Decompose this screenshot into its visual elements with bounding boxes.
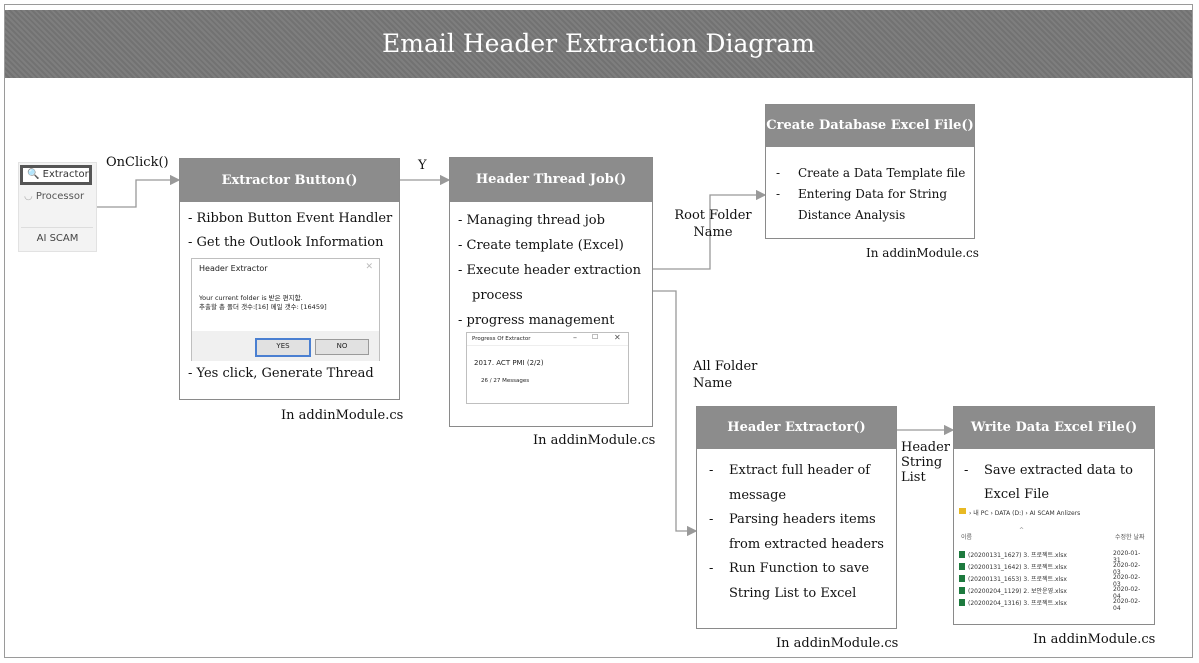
processor-ribbon-button[interactable]: ◡ Processor <box>24 191 84 202</box>
diagram-title: Email Header Extraction Diagram <box>5 10 1192 78</box>
edge-label-root-folder: Root Folder Name <box>670 207 756 241</box>
bullet-item: - Create template (Excel) <box>458 238 624 253</box>
bullet-item: -Save extracted data to <box>964 463 1133 478</box>
file-row[interactable]: (20200131_1653) 3. 프로젝트.xlsx 2020-02-03 <box>959 574 1145 588</box>
edge-label-y: Y <box>418 158 427 173</box>
file-row[interactable]: (20200204_1129) 2. 보안운영.xlsx 2020-02-04 <box>959 586 1145 600</box>
edge-label-header-line3: List <box>901 470 926 485</box>
header-extractor-footer: In addinModule.cs <box>776 636 899 651</box>
edge-label-all-folder: All Folder Name <box>693 358 757 392</box>
extractor-button-footer: In addinModule.cs <box>281 408 404 423</box>
extractor-label: Extractor <box>42 169 89 180</box>
bullet-item: Distance Analysis <box>798 208 906 222</box>
bullet-item: -Create a Data Template file <box>776 166 966 180</box>
excel-file-icon <box>959 575 965 582</box>
excel-file-icon <box>959 599 965 606</box>
edge-label-onclick: OnClick() <box>106 155 169 170</box>
search-icon: 🔍 <box>27 169 40 180</box>
bullet-item: from extracted headers <box>729 536 884 552</box>
create-db-bullets: -Create a Data Template file -Entering D… <box>776 163 965 226</box>
extractor-button-box: Extractor Button() - Ribbon Button Event… <box>179 158 400 400</box>
create-db-title: Create Database Excel File() <box>766 105 974 147</box>
header-thread-title: Header Thread Job() <box>450 158 652 202</box>
write-data-footer: In addinModule.cs <box>1033 632 1156 647</box>
bullet-item: - Yes click, Generate Thread <box>188 366 374 381</box>
edge-label-all-folder-line1: All Folder <box>693 359 758 374</box>
bullet-item: - Ribbon Button Event Handler <box>188 211 393 226</box>
write-data-bullets: -Save extracted data to Excel File <box>964 459 1133 507</box>
connector-root-folder <box>653 189 767 270</box>
outlook-ribbon-group: 🔍 Extractor ◡ Processor AI SCAM <box>18 162 97 252</box>
bullet-item: -Parsing headers items <box>709 512 876 527</box>
diagram-frame <box>4 4 1193 658</box>
maximize-icon[interactable]: ☐ <box>592 333 599 341</box>
excel-file-icon <box>959 563 965 570</box>
extractor-button-bullets: - Ribbon Button Event Handler - Get the … <box>188 207 399 255</box>
dialog-message-line1: Your current folder is 받은 편지함. <box>199 294 303 302</box>
connector-all-folder <box>653 290 698 537</box>
processor-label: Processor <box>35 191 85 202</box>
bullet-item: String List to Excel <box>729 585 857 601</box>
file-row[interactable]: (20200131_1642) 3. 프로젝트.xlsx 2020-02-03 <box>959 562 1145 576</box>
no-button[interactable]: NO <box>315 339 369 355</box>
create-db-footer: In addinModule.cs <box>866 246 979 260</box>
bullet-item: -Extract full header of <box>709 463 871 478</box>
column-header-date: 수정한 날짜 <box>1115 534 1145 541</box>
close-icon[interactable]: ✕ <box>365 262 373 272</box>
edge-label-header-line2: String <box>901 455 943 470</box>
yes-button[interactable]: YES <box>255 338 311 357</box>
connector-onclick <box>96 174 181 208</box>
excel-file-icon <box>959 551 965 558</box>
file-row[interactable]: (20200204_1316) 3. 프로젝트.xlsx 2020-02-04 <box>959 598 1145 612</box>
progress-count: 26 / 27 Messages <box>481 378 530 384</box>
edge-label-all-folder-line2: Name <box>693 376 733 391</box>
progress-folder: 2017. ACT PMI (2/2) <box>474 359 544 367</box>
extractor-button-title: Extractor Button() <box>180 159 399 202</box>
dialog-title: Header Extractor <box>199 264 268 273</box>
close-icon[interactable]: ✕ <box>614 333 621 342</box>
edge-label-root-folder-line1: Root Folder <box>674 208 752 223</box>
minimize-icon[interactable]: – <box>573 333 577 342</box>
file-explorer-screenshot: › 내 PC › DATA (D:) › AI SCAM Anlizers 이름… <box>959 508 1149 618</box>
write-data-title: Write Data Excel File() <box>954 407 1154 449</box>
header-extractor-bullets: -Extract full header of message -Parsing… <box>709 459 884 606</box>
dialog-message-line2: 추출할 총 폴더 갯수:[16] 메일 갯수: [16459] <box>199 303 327 311</box>
dialog-message: Your current folder is 받은 편지함. 추출할 총 폴더 … <box>199 294 327 312</box>
folder-icon <box>959 508 966 514</box>
create-db-box: Create Database Excel File() -Create a D… <box>765 104 975 239</box>
file-row[interactable]: (20200131_1627) 3. 프로젝트.xlsx 2020-01-31 <box>959 550 1145 564</box>
edge-label-header-line1: Header <box>901 440 951 455</box>
spinner-icon: ◡ <box>24 191 33 202</box>
column-header-name: 이름 <box>961 534 973 541</box>
progress-dialog: Progress Of Extractor – ☐ ✕ 2017. ACT PM… <box>466 332 629 404</box>
explorer-path: › 내 PC › DATA (D:) › AI SCAM Anlizers <box>969 510 1081 517</box>
progress-dialog-title: Progress Of Extractor <box>472 336 531 342</box>
header-thread-bullets: - Managing thread job - Create template … <box>458 208 652 333</box>
bullet-item: -Run Function to save <box>709 561 870 576</box>
bullet-item: -Entering Data for String <box>776 187 948 201</box>
sort-caret-icon: ^ <box>1019 527 1025 534</box>
bullet-item: Excel File <box>984 487 1050 502</box>
header-extractor-box: Header Extractor() -Extract full header … <box>696 406 897 629</box>
header-thread-box: Header Thread Job() - Managing thread jo… <box>449 157 653 427</box>
ribbon-divider <box>21 227 93 228</box>
bullet-item: - Managing thread job <box>458 213 605 228</box>
edge-label-header-string-list: Header String List <box>901 440 950 485</box>
header-extractor-title: Header Extractor() <box>697 407 896 449</box>
header-thread-footer: In addinModule.cs <box>533 433 656 448</box>
write-data-box: Write Data Excel File() -Save extracted … <box>953 406 1155 625</box>
bullet-item: - Get the Outlook Information <box>188 235 384 250</box>
bullet-item: process <box>472 288 523 303</box>
progress-titlebar <box>467 333 628 346</box>
bullet-item: - Execute header extraction <box>458 263 641 278</box>
bullet-item: - progress management <box>458 313 615 328</box>
excel-file-icon <box>959 587 965 594</box>
edge-label-root-folder-line2: Name <box>693 225 733 240</box>
bullet-item: message <box>729 487 787 503</box>
extractor-ribbon-button[interactable]: 🔍 Extractor <box>20 165 92 185</box>
header-extractor-dialog: Header Extractor ✕ Your current folder i… <box>191 258 380 361</box>
ribbon-group-label: AI SCAM <box>36 233 79 244</box>
